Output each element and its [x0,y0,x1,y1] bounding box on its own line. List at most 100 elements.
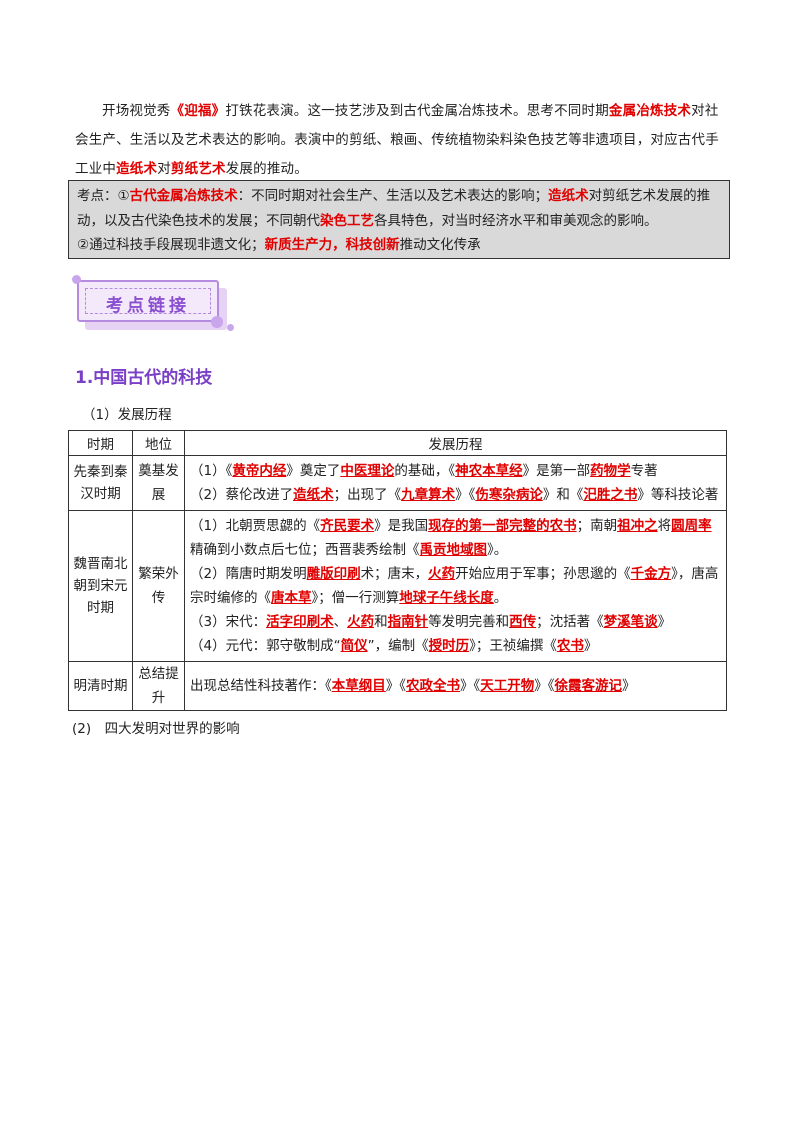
key-term: 汜胜之书 [583,487,638,503]
text: 》《 [534,678,555,694]
key-term: 梦溪笔谈 [603,614,658,630]
decor-dot [227,324,234,331]
kaodian-highlight: 古代金属冶炼技术 [129,188,238,204]
key-term: 火药 [428,566,456,582]
key-term: 本草纲目 [331,678,386,694]
intro-text: 发展的推动。 [225,161,308,177]
key-term: 禹贡地域图 [419,542,488,558]
kaodian-line-1: 考点：①古代金属冶炼技术：不同时期对社会生产、生活以及艺术表达的影响；造纸术对剪… [77,184,721,233]
section-title: 1.中国古代的科技 [75,368,213,388]
intro-text: 打铁花表演。这一技艺涉及到古代金属冶炼技术。思考不同时期 [225,103,609,119]
kaodian-text: 对剪纸艺术发展的推动，以及古代染色技术的发展；不同朝代 [77,188,711,229]
history-table: 时期 地位 发展历程 先秦到秦汉时期 奠基发展 （1）《黄帝内经》奠定了中医理论… [68,430,727,711]
key-term: 农书 [556,638,584,654]
key-term: 圆周率 [671,518,712,534]
key-term: 火药 [347,614,375,630]
text: 专著 [630,463,658,479]
period-cell: 先秦到秦汉时期 [68,455,133,511]
kaodian-text: ②通过科技手段展现非遗文化； [77,237,265,253]
text: 》，唐高宗时编修的《 [190,566,719,606]
text: （3）宋代： [190,614,267,630]
key-term: 天工开物 [480,678,535,694]
text: （4）元代：郭守敬制成“ [190,638,341,654]
history-line: （4）元代：郭守敬制成“简仪”，编制《授时历》；王祯编撰《农书》 [190,634,722,658]
text: 》奠定了 [286,463,341,479]
key-term: 徐霞客游记 [554,678,623,694]
text: 将 [657,518,672,534]
kaodian-line-2: ②通过科技手段展现非遗文化；新质生产力，科技创新推动文化传承 [77,233,721,258]
key-term: 授时历 [428,638,470,654]
text: 》 [583,638,598,654]
text: 。 [493,590,508,606]
kaodian-text: 推动文化传承 [399,237,481,253]
history-cell: （1）《黄帝内经》奠定了中医理论的基础，《神农本草经》是第一部药物学专著 （2）… [184,455,727,511]
text: ；南朝 [576,518,618,534]
text: （2）隋唐时期发明 [190,566,307,582]
status-cell: 总结提升 [132,661,185,711]
text: ；沈括著《 [536,614,604,630]
text: 术；唐末， [360,566,429,582]
key-term: 祖冲之 [617,518,658,534]
history-line: （3）宋代：活字印刷术、火药和指南针等发明完善和西传；沈括著《梦溪笔谈》 [190,610,722,634]
text: 开始应用于军事；孙思邈的《 [455,566,631,582]
key-term: 西传 [509,614,537,630]
subsection-title: （1）发展历程 [82,407,172,423]
key-term: 齐民要术 [320,518,375,534]
text: （1）北朝贾思勰的《 [190,518,321,534]
kaodian-box: 考点：①古代金属冶炼技术：不同时期对社会生产、生活以及艺术表达的影响；造纸术对剪… [68,180,730,259]
history-cell: 出现总结性科技著作：《本草纲目》《农政全书》《天工开物》《徐霞客游记》 [184,661,727,711]
text: ；出现了《 [333,487,402,503]
status-cell: 奠基发展 [132,455,185,511]
intro-highlight: 金属冶炼技术 [608,103,692,119]
badge-label: 考点链接 [106,296,190,316]
history-line: （1）北朝贾思勰的《齐民要术》是我国现存的第一部完整的农书；南朝祖冲之将圆周率精… [190,514,722,562]
key-term: 指南针 [387,614,429,630]
table-row: 先秦到秦汉时期 奠基发展 （1）《黄帝内经》奠定了中医理论的基础，《神农本草经》… [68,455,727,511]
key-term: 活字印刷术 [266,614,334,630]
key-term: 神农本草经 [455,463,523,479]
intro-text: 开场视觉秀 [102,103,171,119]
kaodian-text: 考点：① [77,188,130,204]
intro-highlight: 造纸术 [116,161,158,177]
key-term: 地球子午线长度 [399,590,494,606]
decor-dot [211,316,223,328]
text: 》。 [487,542,508,558]
header-period: 时期 [68,430,133,456]
table-header-row: 时期 地位 发展历程 [68,430,727,456]
key-term: 千金方 [630,566,672,582]
history-cell: （1）北朝贾思勰的《齐民要术》是我国现存的第一部完整的农书；南朝祖冲之将圆周率精… [184,510,727,662]
text: 、 [333,614,348,630]
key-term: 黄帝内经 [232,463,287,479]
text: 和 [374,614,388,630]
history-line: 出现总结性科技著作：《本草纲目》《农政全书》《天工开物》《徐霞客游记》 [190,674,722,698]
key-term: 简仪 [340,638,368,654]
text: 》；僧一行测算 [311,590,400,606]
key-term: 唐本草 [271,590,312,606]
header-history: 发展历程 [184,430,727,456]
text: 》和《 [542,487,584,503]
key-term: 九章算术 [401,487,456,503]
key-term: 雕版印刷 [306,566,361,582]
intro-highlight: 《迎福》 [170,103,226,119]
intro-paragraph: 开场视觉秀《迎福》打铁花表演。这一技艺涉及到古代金属冶炼技术。思考不同时期金属冶… [75,97,727,184]
key-term: 伤寒杂病论 [475,487,543,503]
key-term: 中医理论 [340,463,395,479]
text: 》 [657,614,672,630]
decor-dot [72,275,81,284]
period-cell: 魏晋南北朝到宋元时期 [68,510,133,662]
badge-inner-border [85,288,211,314]
text: 》等科技论著 [637,487,719,503]
intro-text: 对社会生产、生活以及艺术表达的影响。表演中的剪纸、粮画、传统植物染料染色技艺等非… [75,103,719,177]
kaodian-highlight: 造纸术 [548,188,589,204]
text: 的基础，《 [394,463,456,479]
text: 》；王祯编撰《 [469,638,557,654]
kaodian-text: ：不同时期对社会生产、生活以及艺术表达的影响； [237,188,549,204]
key-term: 药物学 [590,463,631,479]
text: （1）《 [190,463,233,479]
text: ”，编制《 [367,638,429,654]
badge-frame: 考点链接 [77,280,219,322]
kaodian-highlight: 新质生产力，科技创新 [264,237,400,253]
key-term: 现存的第一部完整的农书 [428,518,577,534]
text: 》《 [385,678,406,694]
key-term: 造纸术 [293,487,334,503]
